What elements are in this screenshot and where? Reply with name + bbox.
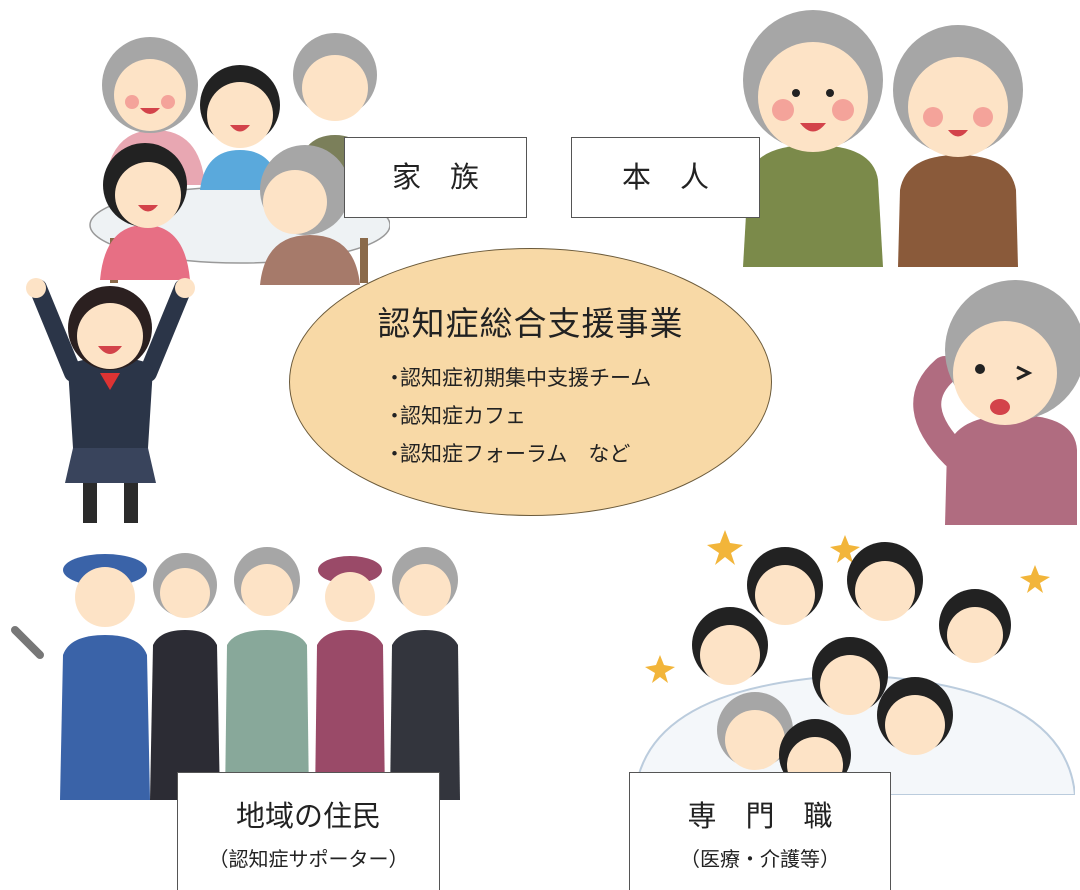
residents-box: 地域の住民 （認知症サポーター） — [177, 772, 440, 890]
person-box: 本 人 — [571, 137, 760, 218]
professionals-label: 専 門 職 — [687, 799, 833, 833]
program-list: ・認知症初期集中支援チーム ・認知症カフェ ・認知症フォーラム など — [384, 359, 651, 473]
program-item: ・認知症フォーラム など — [384, 435, 651, 473]
residents-sublabel: （認知症サポーター） — [208, 847, 409, 871]
residents-illustration — [11, 547, 460, 800]
program-title: 認知症総合支援事業 — [377, 304, 684, 343]
bullet: ・ — [384, 404, 405, 428]
residents-label: 地域の住民 — [235, 799, 381, 833]
person-label: 本 人 — [621, 160, 709, 194]
elderly-woman-illustration — [913, 280, 1080, 525]
program-item-text: 認知症フォーラム など — [400, 442, 631, 466]
program-item-text: 認知症初期集中支援チーム — [400, 366, 652, 390]
professionals-box: 専 門 職 （医療・介護等） — [629, 772, 891, 890]
student-illustration — [26, 278, 195, 523]
program-item: ・認知症初期集中支援チーム — [384, 359, 651, 397]
bullet: ・ — [384, 366, 405, 390]
family-illustration — [89, 33, 390, 285]
family-box: 家 族 — [344, 137, 527, 218]
professionals-illustration — [635, 530, 1075, 795]
elderly-couple-illustration — [743, 10, 1023, 267]
program-item: ・認知症カフェ — [384, 397, 651, 435]
program-item-text: 認知症カフェ — [400, 404, 526, 428]
professionals-sublabel: （医療・介護等） — [680, 847, 840, 871]
family-label: 家 族 — [391, 160, 479, 194]
bullet: ・ — [384, 442, 405, 466]
center-program-ellipse: 認知症総合支援事業 ・認知症初期集中支援チーム ・認知症カフェ ・認知症フォーラ… — [289, 248, 772, 516]
